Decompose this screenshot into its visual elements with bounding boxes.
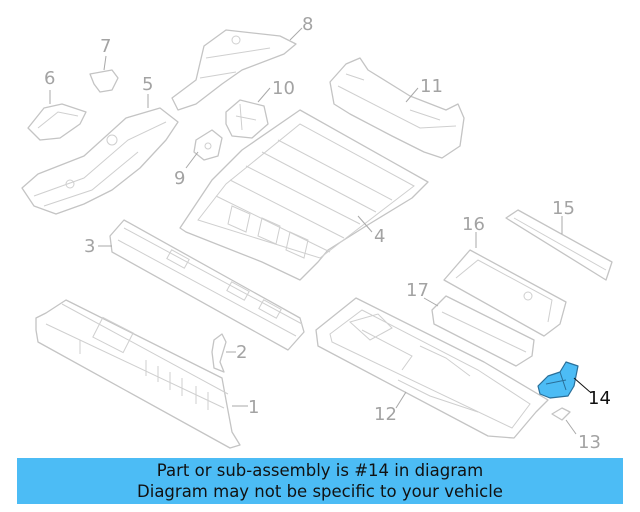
part-3-cross-member[interactable]	[109, 219, 305, 351]
callout-15: 15	[552, 198, 575, 219]
part-15-strip[interactable]	[505, 209, 613, 281]
part-14-bracket-highlighted[interactable]	[537, 361, 579, 399]
callout-7: 7	[100, 36, 111, 57]
callout-11: 11	[420, 76, 443, 97]
part-7-clip[interactable]	[89, 69, 119, 93]
part-2-bracket[interactable]	[211, 333, 227, 373]
banner-line-1: Part or sub-assembly is #14 in diagram	[156, 461, 484, 480]
callout-3: 3	[84, 236, 95, 257]
part-10-mount-bracket[interactable]	[225, 99, 269, 139]
part-17-sill-plate[interactable]	[431, 295, 535, 367]
part-4-rear-floor-pan[interactable]	[179, 109, 429, 281]
callout-10: 10	[272, 78, 295, 99]
info-banner: Part or sub-assembly is #14 in diagram D…	[17, 458, 623, 504]
callout-labels: 1 2 3 4 5 6 7 8 9 10 11 12 13 14 15 16 1…	[44, 14, 611, 453]
callout-9: 9	[174, 168, 185, 189]
part-8-extension[interactable]	[171, 29, 297, 111]
part-6-gusset[interactable]	[27, 103, 87, 141]
part-11-rear-tray[interactable]	[329, 57, 465, 159]
callout-16: 16	[462, 214, 485, 235]
part-9-bracket[interactable]	[193, 129, 223, 161]
banner-line-2: Diagram may not be specific to your vehi…	[137, 482, 503, 501]
callout-17: 17	[406, 280, 429, 301]
part-5-side-rail[interactable]	[21, 107, 179, 215]
callout-2: 2	[236, 342, 247, 363]
leader-lines	[49, 27, 591, 435]
part-1-rear-panel[interactable]	[35, 299, 241, 449]
callout-5: 5	[142, 74, 153, 95]
parts-diagram: 1 2 3 4 5 6 7 8 9 10 11 12 13 14 15 16 1…	[21, 14, 613, 453]
callout-12: 12	[374, 404, 397, 425]
callout-8: 8	[302, 14, 313, 35]
callout-13: 13	[578, 432, 601, 453]
callout-4: 4	[374, 226, 385, 247]
callout-14: 14	[588, 388, 611, 409]
part-12-floor-panel[interactable]	[315, 297, 549, 439]
part-16-reinforcement[interactable]	[443, 249, 567, 337]
callout-6: 6	[44, 68, 55, 89]
callout-1: 1	[248, 397, 259, 418]
part-13-plate[interactable]	[551, 407, 571, 421]
